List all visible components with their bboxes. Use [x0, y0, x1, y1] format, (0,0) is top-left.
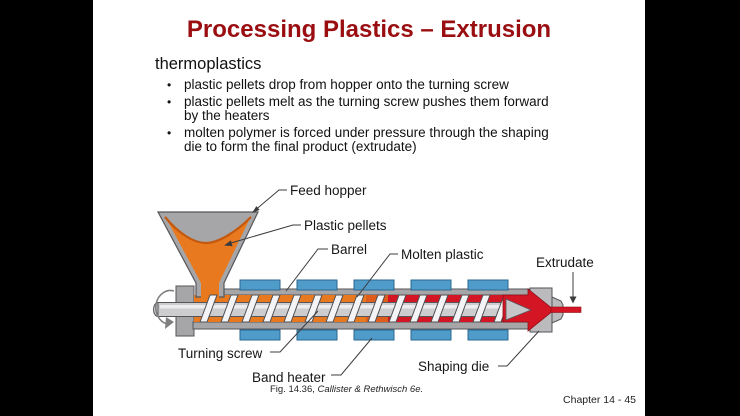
band-heater-blocks — [239, 279, 509, 341]
bullet-text: molten polymer is forced under pressure … — [184, 124, 549, 154]
figure-caption-prefix: Fig. 14.36, — [270, 384, 318, 395]
feed-hopper-arrowhead — [252, 206, 260, 213]
barrel-label: Barrel — [331, 242, 367, 257]
extrudate-arrowhead — [569, 296, 577, 304]
slide-title: Processing Plastics – Extrusion — [186, 16, 552, 43]
molten-plastic-label: Molten plastic — [401, 247, 484, 262]
feed-hopper-leader — [252, 189, 287, 213]
slide-subtitle: thermoplastics — [155, 55, 262, 73]
extrudate-label: Extrudate — [536, 255, 594, 270]
band-heater-label: Band heater — [252, 370, 326, 385]
figure-caption: Fig. 14.36, Callister & Rethwisch 6e. — [270, 384, 423, 395]
screw-tip — [505, 298, 533, 321]
feed-hopper-label: Feed hopper — [290, 183, 367, 198]
bullet-item: • molten polymer is forced under pressur… — [155, 124, 575, 155]
plastic-pellets-arrowhead — [224, 240, 233, 247]
bullet-item: • plastic pellets drop from hopper onto … — [155, 77, 575, 93]
pellet-surface-curve — [164, 216, 252, 245]
plastic-pellets-label: Plastic pellets — [304, 218, 387, 233]
bullet-marker: • — [167, 125, 172, 140]
rotation-arrowhead — [165, 317, 174, 329]
rotation-arrow — [154, 289, 175, 325]
screw-flights — [199, 294, 512, 323]
bullet-item: • plastic pellets melt as the turning sc… — [155, 93, 575, 124]
turning-screw-leader — [270, 310, 319, 353]
band-heater-leader — [331, 337, 373, 376]
letterbox-left — [0, 0, 93, 416]
bullet-marker: • — [167, 94, 172, 109]
slide: Processing Plastics – Extrusion thermopl… — [93, 0, 645, 416]
shaping-die-label: Shaping die — [418, 359, 489, 374]
figure-caption-source: Callister & Rethwisch 6e. — [317, 384, 424, 395]
shaping-die-leader — [498, 330, 540, 367]
barrel-bottom-wall — [192, 321, 533, 330]
extrusion-diagram: Feed hopper Plastic pellets Barrel Molte… — [153, 183, 594, 385]
turning-screw-label: Turning screw — [178, 346, 263, 361]
letterbox-right — [645, 0, 740, 416]
molten-plastic-leader — [356, 253, 398, 298]
extrudate-strand — [550, 306, 582, 313]
bullet-text: plastic pellets melt as the turning scre… — [184, 93, 549, 123]
barrel-leader — [285, 248, 328, 292]
bullet-list: • plastic pellets drop from hopper onto … — [155, 77, 575, 157]
bullet-marker: • — [167, 78, 172, 92]
page-number: Chapter 14 - 45 — [563, 394, 636, 406]
bullet-text: plastic pellets drop from hopper onto th… — [184, 77, 509, 92]
plastic-pellets-leader — [230, 224, 301, 244]
